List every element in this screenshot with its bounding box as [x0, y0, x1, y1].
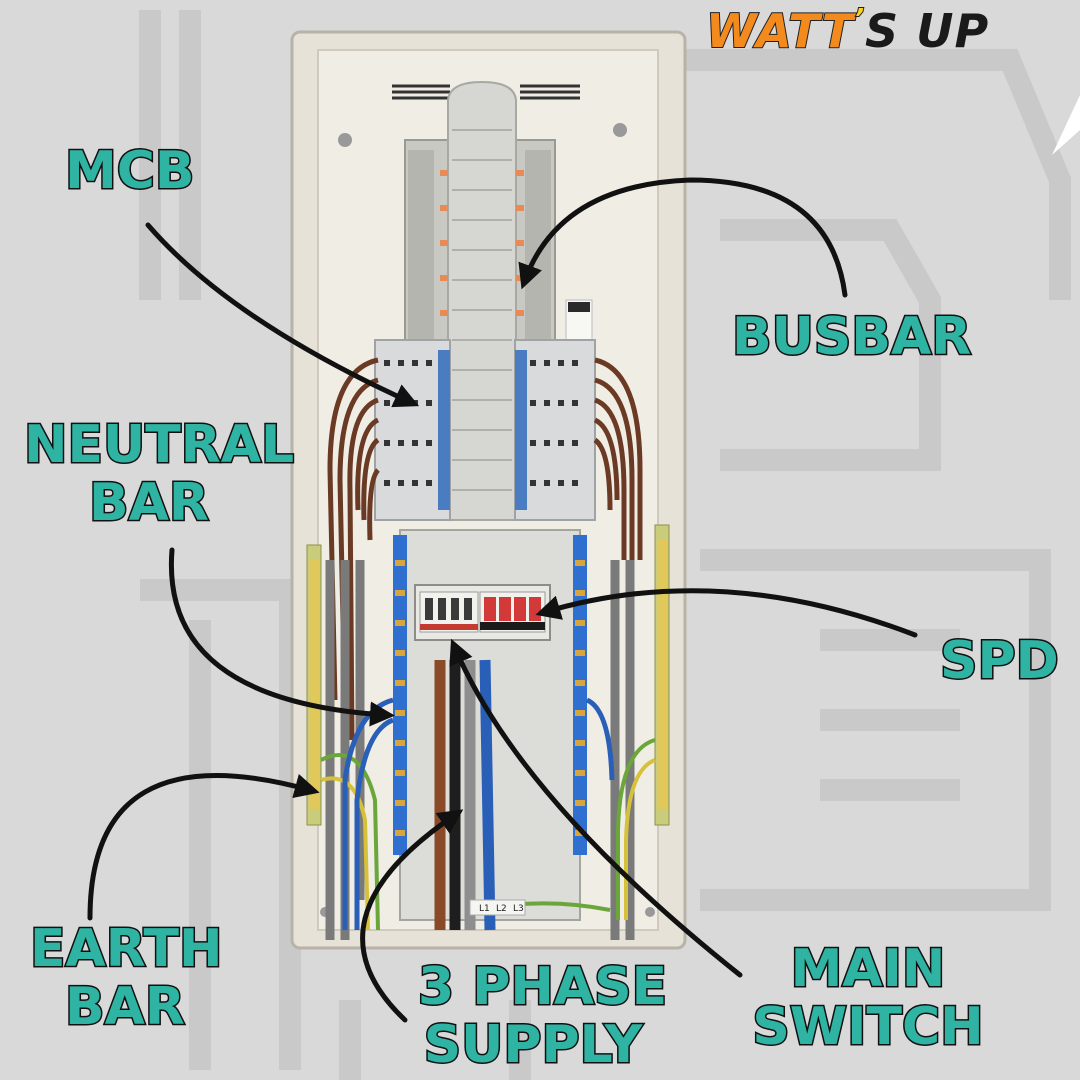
- brand-tag-strip: [568, 302, 590, 312]
- label-main-switch: MAIN SWITCH: [748, 939, 988, 1058]
- logo-text-part2: S UP: [865, 4, 990, 58]
- phase-label-l2: L2: [496, 904, 507, 914]
- arrow-spd: [535, 588, 918, 638]
- logo-swoosh-icon: [1052, 95, 1080, 155]
- neutral-bar-left: [393, 535, 407, 855]
- label-neutral-bar: NEUTRAL BAR: [23, 415, 296, 534]
- arrow-main-switch: [449, 638, 743, 978]
- arrow-earth-bar: [87, 773, 320, 921]
- mcb-block-right: [514, 339, 596, 521]
- arrow-neutral-bar: [168, 547, 395, 727]
- label-spd: SPD: [939, 631, 1061, 692]
- earth-bar-left: [306, 544, 322, 826]
- busbar-column: [440, 80, 524, 521]
- label-earth-bar-line2: BAR: [64, 977, 187, 1038]
- label-earth-bar: EARTH BAR: [29, 919, 224, 1038]
- phase-label-l1: L1: [479, 904, 490, 914]
- label-3-phase-supply-line1: 3 PHASE: [417, 957, 669, 1018]
- mcb-block-left: [374, 339, 451, 521]
- arrow-3-phase-supply: [360, 809, 464, 1023]
- arrow-busbar: [518, 177, 848, 298]
- din-rail-right: [525, 150, 551, 340]
- label-neutral-bar-line1: NEUTRAL: [23, 415, 296, 476]
- brown-cables-right: [593, 357, 643, 560]
- label-earth-bar-line1: EARTH: [29, 919, 224, 980]
- phase-labels: [469, 899, 526, 916]
- logo-text-part1: WATT: [705, 3, 855, 59]
- label-neutral-bar-line2: BAR: [88, 473, 211, 534]
- neutral-bar-right: [573, 535, 587, 855]
- background-watermark: [139, 10, 1071, 1080]
- label-busbar-line1: BUSBAR: [730, 307, 972, 368]
- label-spd-line1: SPD: [939, 631, 1061, 692]
- phase-label-l3: L3: [513, 904, 524, 914]
- arrow-mcb: [145, 222, 420, 408]
- label-busbar: BUSBAR: [730, 307, 972, 368]
- label-main-switch-line2: SWITCH: [751, 997, 985, 1058]
- label-main-switch-line1: MAIN: [789, 939, 947, 1000]
- label-mcb-line1: MCB: [64, 141, 197, 202]
- logo-apostrophe: ’: [853, 3, 865, 35]
- label-3-phase-supply: 3 PHASE SUPPLY: [417, 957, 669, 1076]
- earth-bar-right: [654, 524, 670, 826]
- label-3-phase-supply-line2: SUPPLY: [422, 1015, 644, 1076]
- label-mcb: MCB: [64, 141, 197, 202]
- watts-up-logo: WATT’S UP: [705, 3, 990, 59]
- din-rail-left: [408, 150, 434, 340]
- main-switch-spd-module: [414, 584, 551, 641]
